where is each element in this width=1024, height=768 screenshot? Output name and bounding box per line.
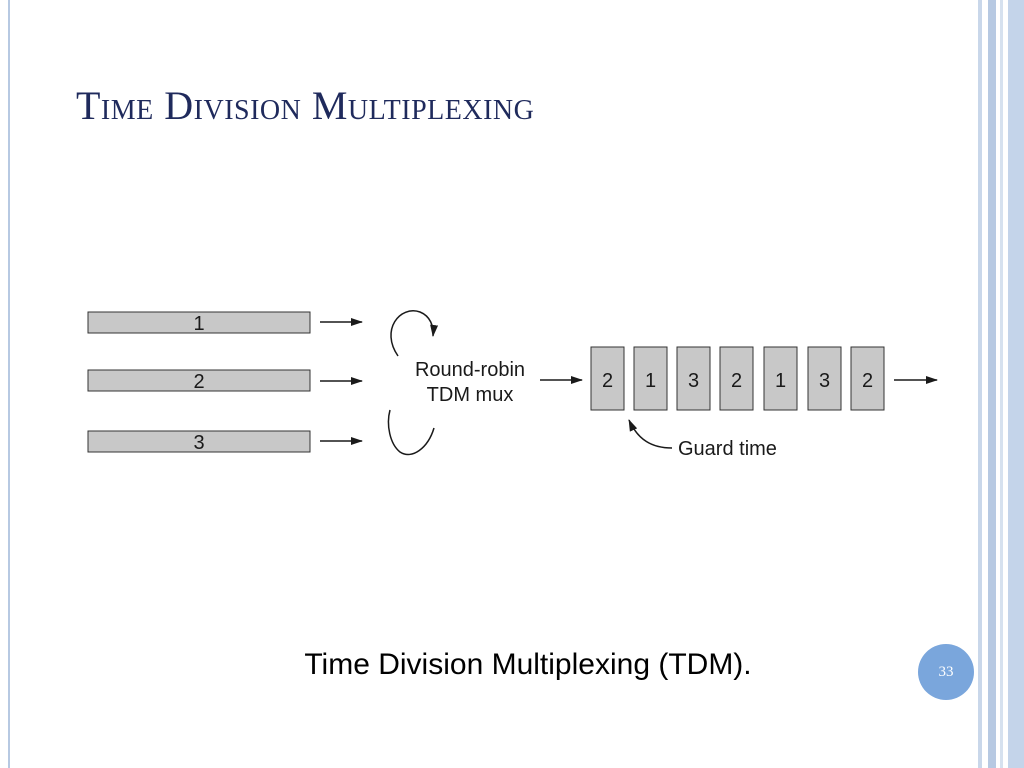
output-slot-2-label: 1 (645, 370, 656, 392)
page-title: Time Division Multiplexing (76, 83, 535, 128)
output-slot-1-label: 2 (602, 370, 613, 392)
output-slot-5 (763, 346, 798, 411)
input-line-1-label: 1 (193, 313, 204, 335)
input-line-2-label: 2 (193, 371, 204, 393)
output-slot-5-label: 1 (775, 370, 786, 392)
guard-time-arrow (628, 419, 673, 449)
page-number-badge: 33 (918, 644, 974, 700)
output-slot-3 (676, 346, 711, 411)
figure-caption: Time Division Multiplexing (TDM). (304, 648, 752, 681)
output-slot-3-label: 3 (688, 370, 699, 392)
round-robin-arrow-bottom (387, 409, 435, 456)
input-line-3-box (87, 430, 311, 453)
mux-label-line2: TDM mux (427, 384, 514, 406)
output-slots: 2 1 3 2 1 3 2 (590, 346, 885, 411)
round-robin-arrow-top (390, 310, 439, 357)
left-border-line (8, 0, 10, 768)
input-line-3-label: 3 (193, 432, 204, 454)
output-slot-7 (850, 346, 885, 411)
input-line-1-box (87, 311, 311, 334)
output-slot-6 (807, 346, 842, 411)
guard-time-label: Guard time (678, 438, 777, 460)
output-slot-6-label: 3 (819, 370, 830, 392)
input-line-2-box (87, 369, 311, 392)
output-slot-4-label: 2 (731, 370, 742, 392)
output-slot-7-label: 2 (862, 370, 873, 392)
mux-label-line1: Round-robin (415, 359, 525, 381)
output-slot-2 (633, 346, 668, 411)
output-slot-4 (719, 346, 754, 411)
output-slot-1 (590, 346, 625, 411)
